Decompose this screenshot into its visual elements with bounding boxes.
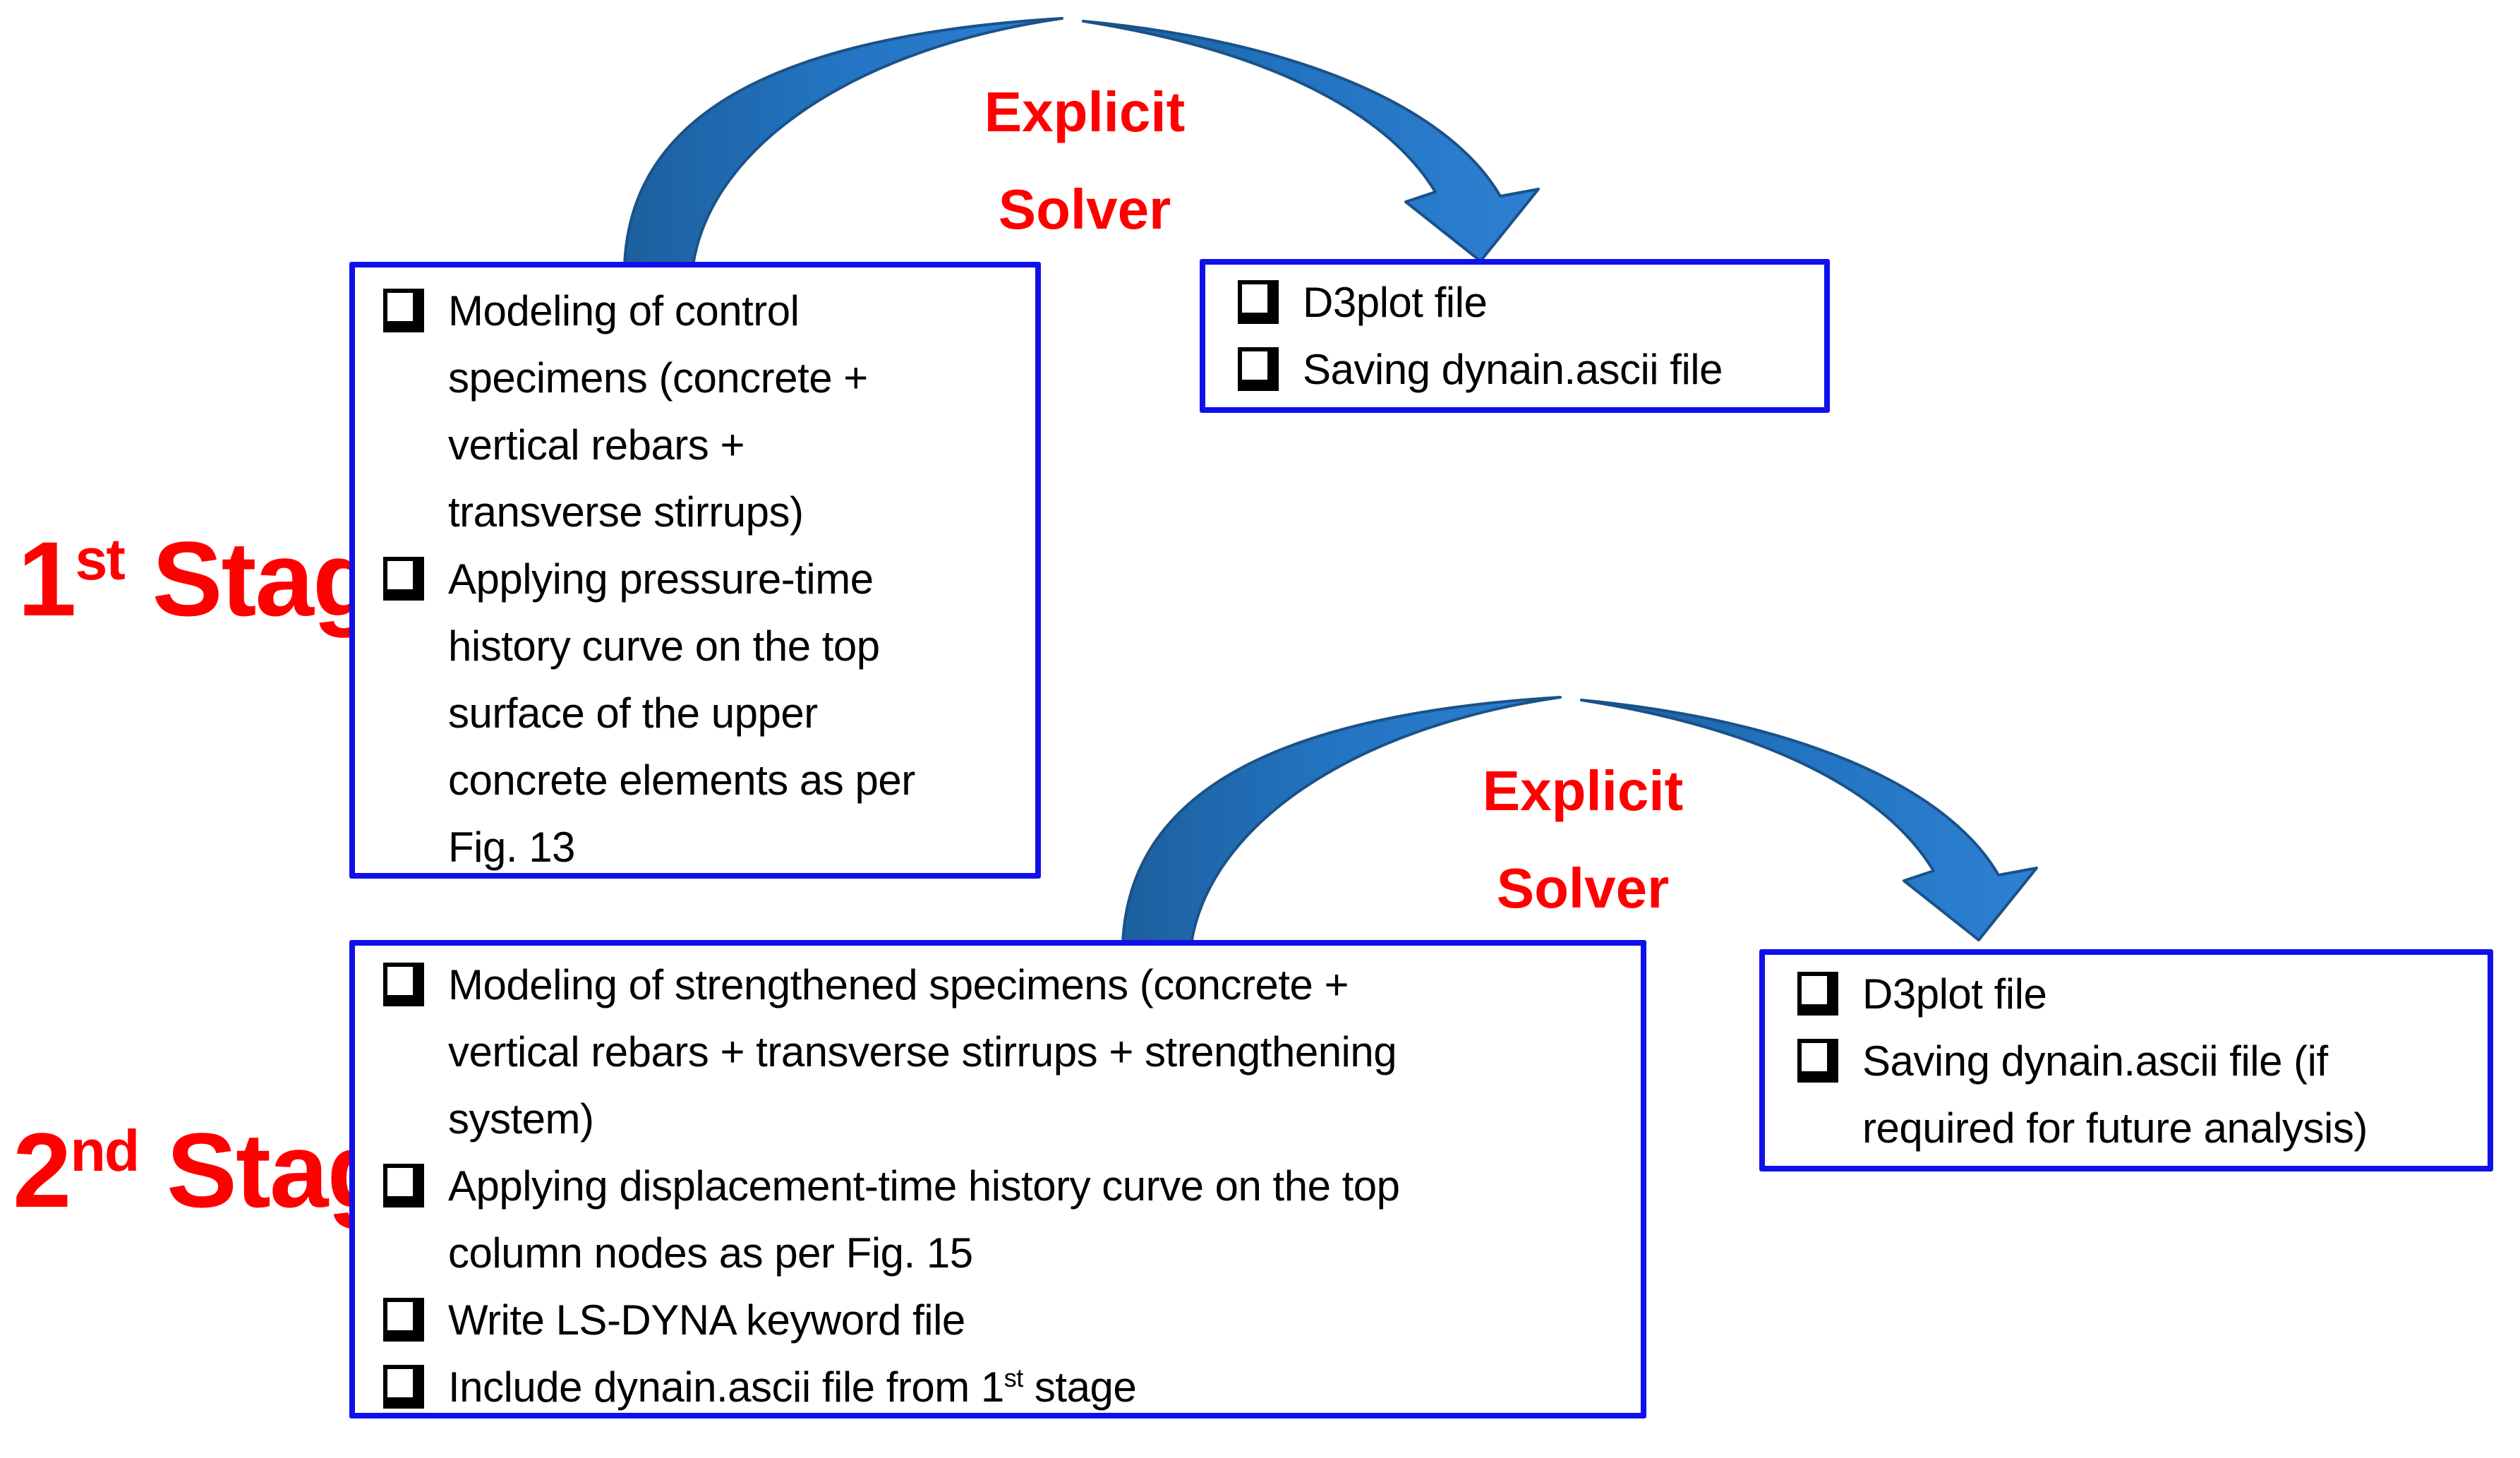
list-item-text: Modeling of control specimens (concrete …: [448, 287, 868, 536]
stage2-process-box: Modeling of strengthened specimens (conc…: [349, 940, 1646, 1418]
stage1-arrow-label-line2: Solver: [998, 178, 1171, 241]
list-item-text: Applying pressure-time history curve on …: [448, 555, 915, 871]
stage1-label-number: 1: [18, 519, 76, 638]
stage2-arrow-label: Explicit Solver: [1435, 742, 1731, 937]
stage1-arrow-label-line1: Explicit: [984, 80, 1186, 143]
list-item: D3plot file: [1797, 960, 2480, 1028]
checkbox-icon: [383, 1164, 424, 1207]
curved-arrow-stage1-head: [1082, 20, 1540, 263]
list-item-text: Write LS-DYNA keyword file: [448, 1296, 965, 1344]
stage1-process-list: Modeling of control specimens (concrete …: [383, 277, 1025, 881]
checkbox-icon: [1797, 972, 1838, 1016]
checkbox-icon: [1797, 1039, 1838, 1083]
list-item: Include dynain.ascii file from 1st stage: [383, 1354, 1631, 1421]
list-item: Write LS-DYNA keyword file: [383, 1287, 1631, 1354]
list-item-text: Applying displacement-time history curve…: [448, 1162, 1400, 1277]
list-item: Applying pressure-time history curve on …: [383, 546, 1025, 881]
list-item: Saving dynain.ascii file (if required fo…: [1797, 1028, 2480, 1162]
list-item-text-prefix: Include dynain.ascii file from 1: [448, 1363, 1004, 1411]
curved-arrow-stage1: [623, 17, 1540, 267]
list-item-text: Saving dynain.ascii file (if required fo…: [1862, 1037, 2368, 1152]
list-item: Modeling of strengthened specimens (conc…: [383, 951, 1631, 1152]
stage2-output-list: D3plot file Saving dynain.ascii file (if…: [1797, 960, 2480, 1162]
list-item-text-suffix: stage: [1023, 1363, 1137, 1411]
checkbox-icon: [383, 1365, 424, 1409]
stage1-output-list: D3plot file Saving dynain.ascii file: [1238, 269, 1817, 403]
stage2-process-list: Modeling of strengthened specimens (conc…: [383, 951, 1631, 1421]
stage2-label-number: 2: [13, 1111, 71, 1229]
stage1-process-box: Modeling of control specimens (concrete …: [349, 262, 1041, 879]
list-item: Applying displacement-time history curve…: [383, 1152, 1631, 1287]
list-item-text: Saving dynain.ascii file: [1303, 346, 1723, 393]
stage2-label-ordinal: nd: [70, 1119, 140, 1183]
list-item-text: Include dynain.ascii file from 1st stage: [448, 1354, 1137, 1421]
curved-arrow-stage1-tail: [623, 17, 1063, 267]
list-item-text: D3plot file: [1862, 970, 2047, 1018]
stage1-label-ordinal: st: [75, 527, 125, 592]
list-item: D3plot file: [1238, 269, 1817, 336]
curved-arrow-stage2-head: [1580, 699, 2038, 941]
list-item: Modeling of control specimens (concrete …: [383, 277, 1025, 546]
checkbox-icon: [383, 557, 424, 601]
curved-arrow-stage2-tail: [1121, 696, 1562, 946]
stage1-output-box: D3plot file Saving dynain.ascii file: [1200, 259, 1830, 413]
checkbox-icon: [383, 1298, 424, 1342]
list-item-text: D3plot file: [1303, 279, 1488, 326]
list-item-text: Modeling of strengthened specimens (conc…: [448, 961, 1397, 1143]
checkbox-icon: [383, 289, 424, 332]
checkbox-icon: [383, 963, 424, 1006]
stage2-output-box: D3plot file Saving dynain.ascii file (if…: [1759, 949, 2493, 1171]
list-item: Saving dynain.ascii file: [1238, 336, 1817, 403]
checkbox-icon: [1238, 280, 1279, 324]
stage1-arrow-label: Explicit Solver: [936, 64, 1233, 258]
stage2-arrow-label-line1: Explicit: [1482, 759, 1684, 822]
checkbox-icon: [1238, 347, 1279, 391]
ordinal-superscript: st: [1003, 1363, 1024, 1392]
stage2-arrow-label-line2: Solver: [1496, 857, 1670, 920]
curved-arrow-stage2: [1121, 696, 2038, 946]
